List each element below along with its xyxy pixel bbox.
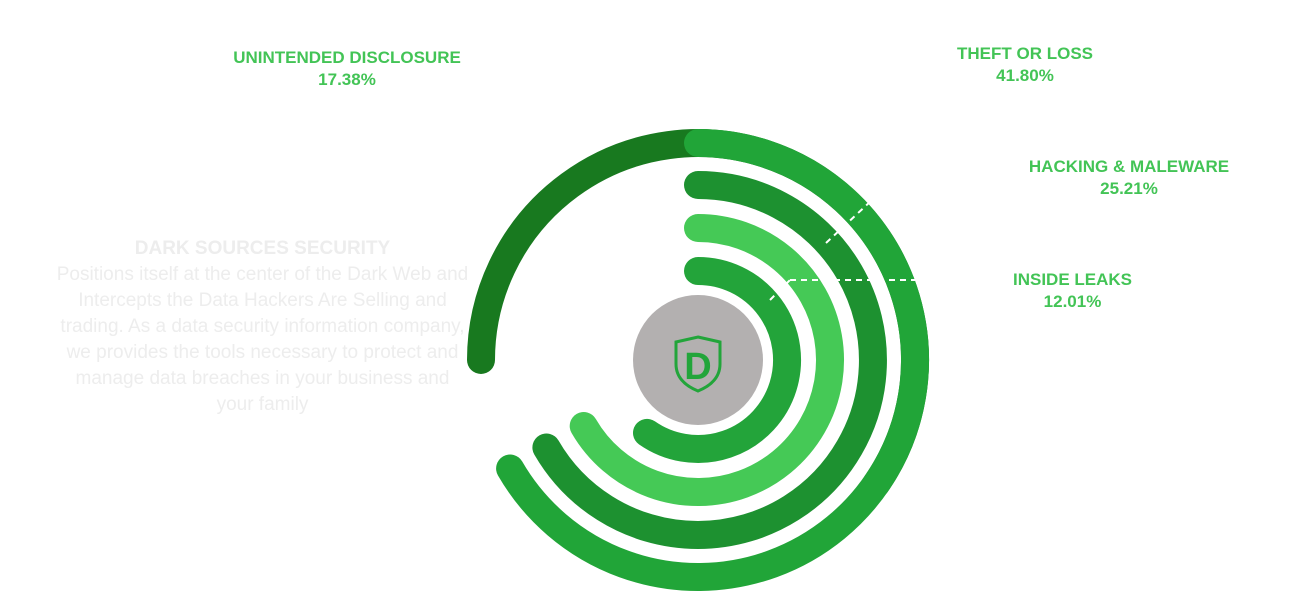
- series-value-hacking-maleware: 25.21%: [1100, 179, 1158, 198]
- series-value-inside-leaks: 12.01%: [1043, 292, 1102, 311]
- arc-theft: [496, 129, 930, 591]
- legend-unintended-disclosure: UNINTENDED DISCLOSURE 17.38%: [232, 47, 462, 91]
- series-name-theft-or-loss: THEFT OR LOSS: [957, 44, 1093, 63]
- d-shield-logo-icon: D: [674, 335, 722, 393]
- legend-hacking-maleware: HACKING & MALEWARE 25.21%: [1018, 156, 1240, 200]
- logo-letter: D: [684, 346, 711, 388]
- center-disc: [633, 295, 763, 425]
- series-value-theft-or-loss: 41.80%: [996, 66, 1054, 85]
- info-body: Positions itself at the center of the Da…: [56, 264, 469, 415]
- info-block: DARK SOURCES SECURITY Positions itself a…: [55, 236, 470, 418]
- series-value-unintended-disclosure: 17.38%: [318, 70, 376, 89]
- arc-inner: [633, 257, 802, 463]
- series-name-hacking-maleware: HACKING & MALEWARE: [1028, 157, 1230, 176]
- legend-theft-or-loss: THEFT OR LOSS 41.80%: [940, 43, 1110, 87]
- arc-inside: [569, 214, 844, 506]
- chart-arcs: [467, 129, 930, 591]
- leader-line-inside-diag: [769, 279, 791, 301]
- legend-inside-leaks: INSIDE LEAKS 12.01%: [1000, 269, 1145, 313]
- arc-hacking: [532, 171, 887, 549]
- series-name-unintended-disclosure: UNINTENDED DISCLOSURE: [233, 48, 461, 67]
- info-title: DARK SOURCES SECURITY: [134, 238, 391, 259]
- series-name-inside-leaks: INSIDE LEAKS: [1012, 270, 1133, 289]
- leader-lines: [769, 199, 918, 301]
